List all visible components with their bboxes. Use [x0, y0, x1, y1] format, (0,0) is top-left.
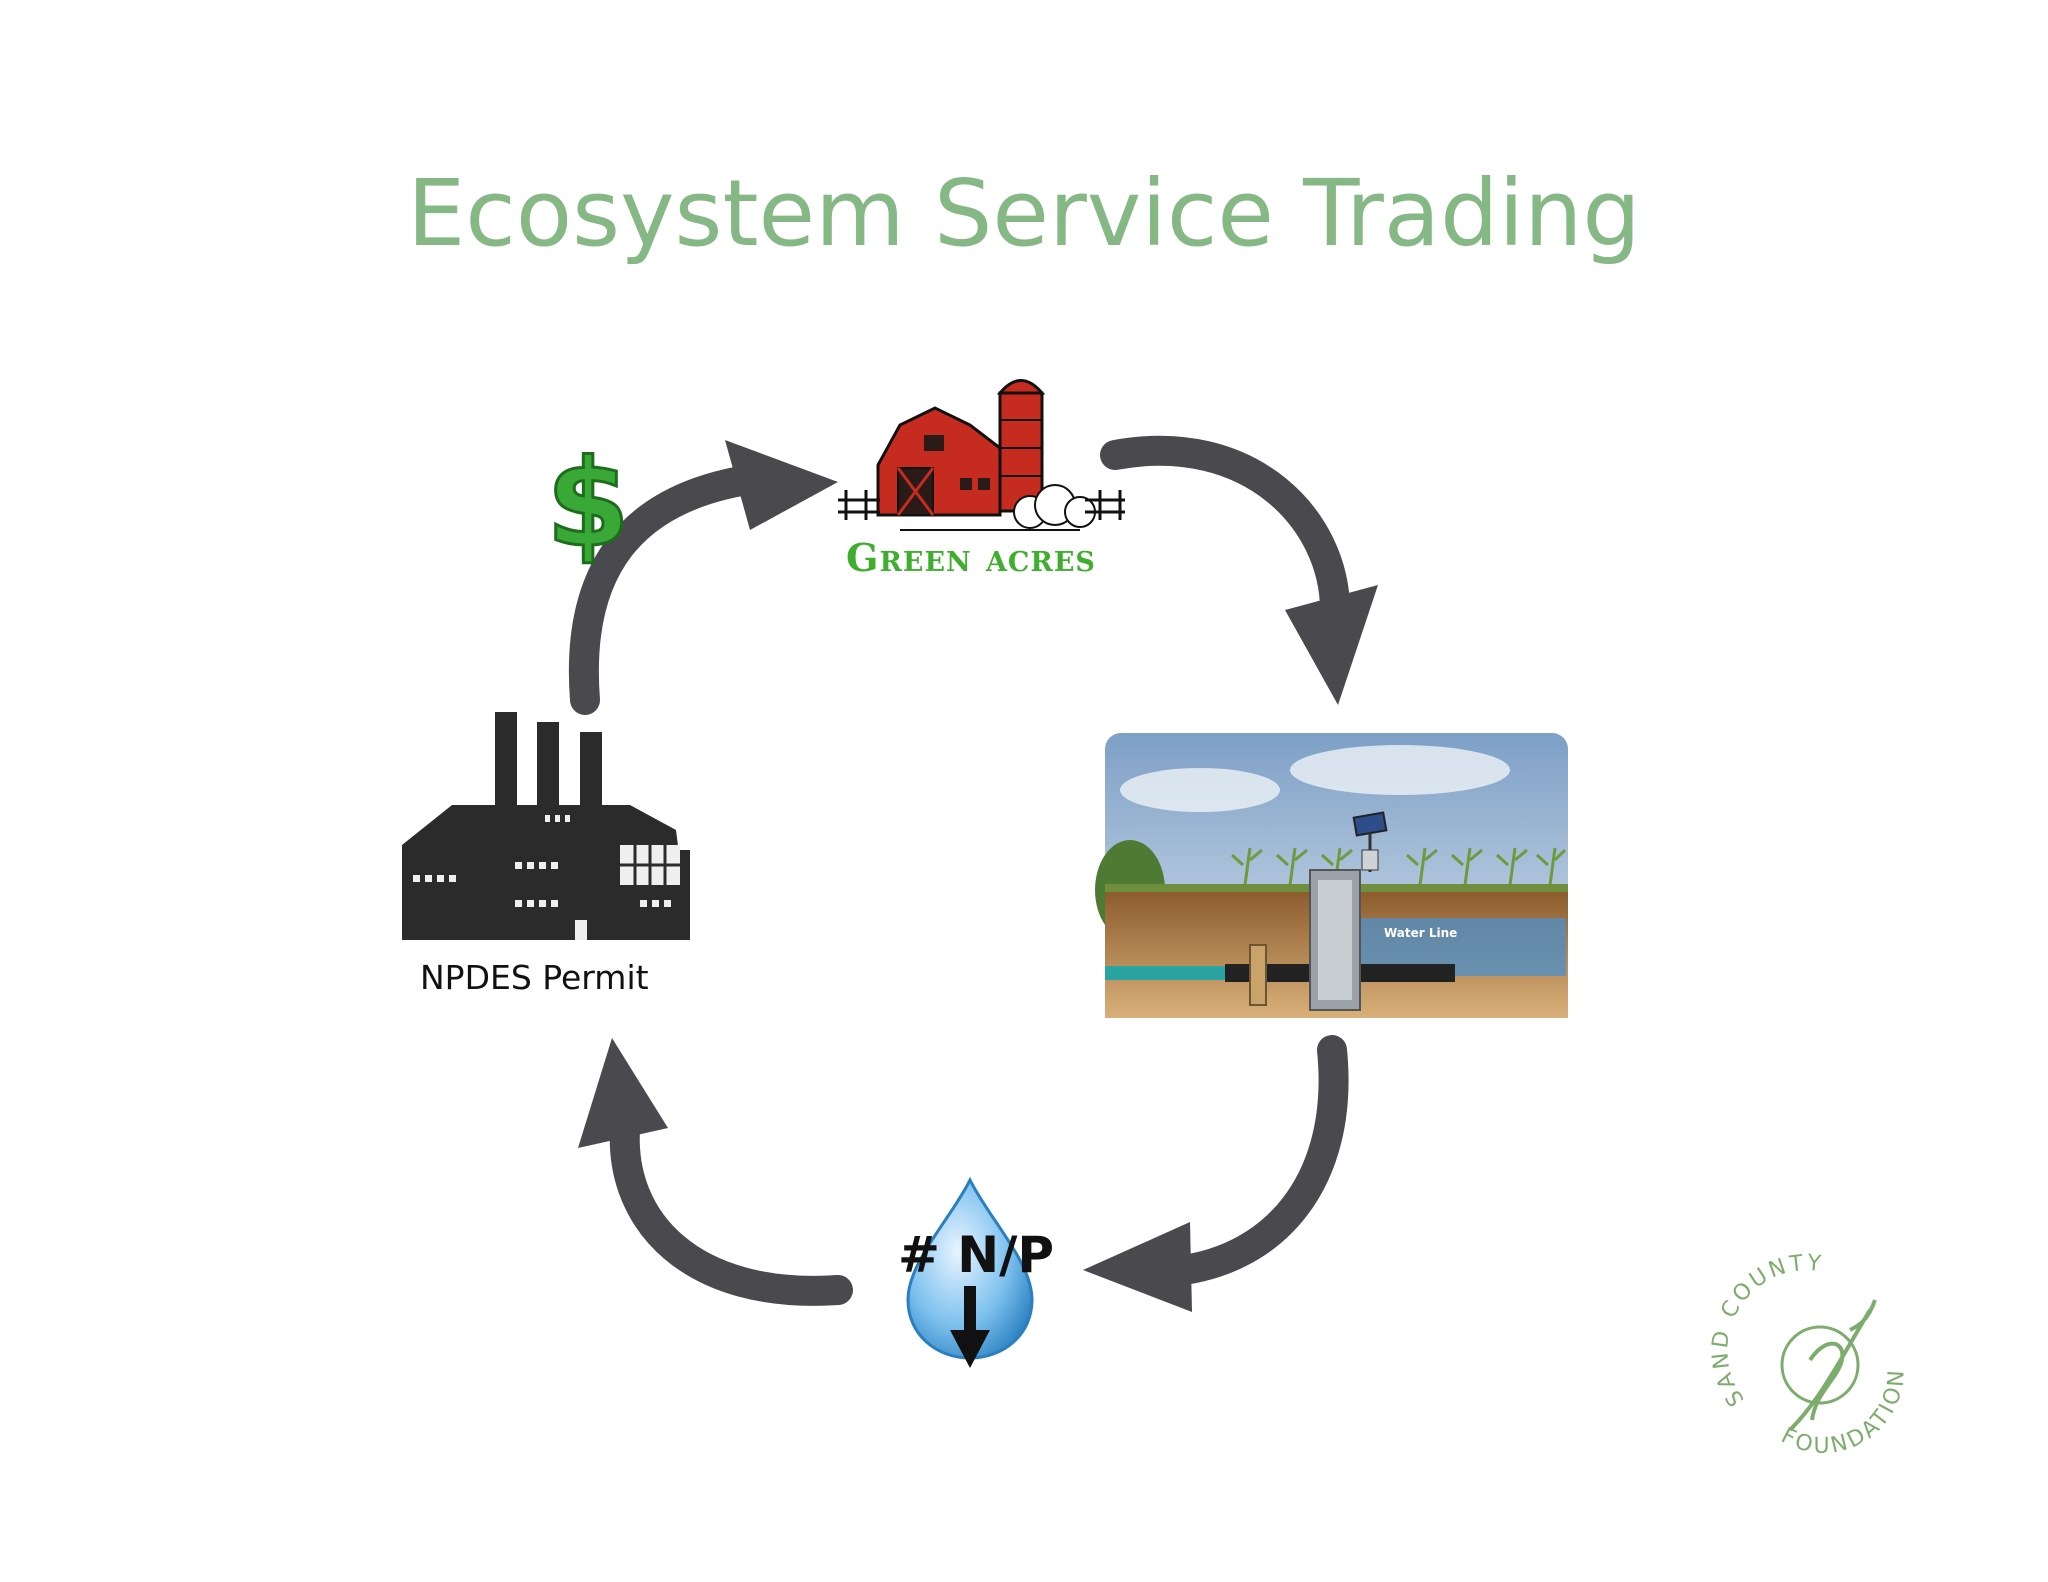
svg-text:FOUNDATION: FOUNDATION — [1777, 1367, 1910, 1459]
green-acres-label: Green acres — [846, 535, 1096, 580]
dollar-sign-icon: $ — [545, 434, 632, 576]
npdes-permit-label: NPDES Permit — [420, 958, 649, 997]
barn-icon — [838, 379, 1125, 531]
page-title: Ecosystem Service Trading — [407, 160, 1641, 267]
arrow-water-to-factory — [578, 1038, 853, 1306]
water-line-label: Water Line — [1384, 926, 1458, 940]
drainage-control-structure-illustration — [1095, 733, 1568, 1018]
water-drop-down-arrow-icon — [906, 1176, 1034, 1368]
logo-text-bottom: FOUNDATION — [1777, 1367, 1907, 1459]
sand-county-foundation-logo: SAND COUNTY FOUNDATION — [1708, 1251, 1910, 1459]
arrow-payment-to-farm — [568, 440, 838, 715]
factory-icon — [402, 712, 690, 940]
nitrogen-phosphorus-label: # N/P — [898, 1226, 1055, 1284]
svg-text:$: $ — [546, 435, 630, 574]
arrow-farm-to-practice — [1100, 435, 1378, 705]
arrow-practice-to-water — [1083, 1035, 1349, 1312]
